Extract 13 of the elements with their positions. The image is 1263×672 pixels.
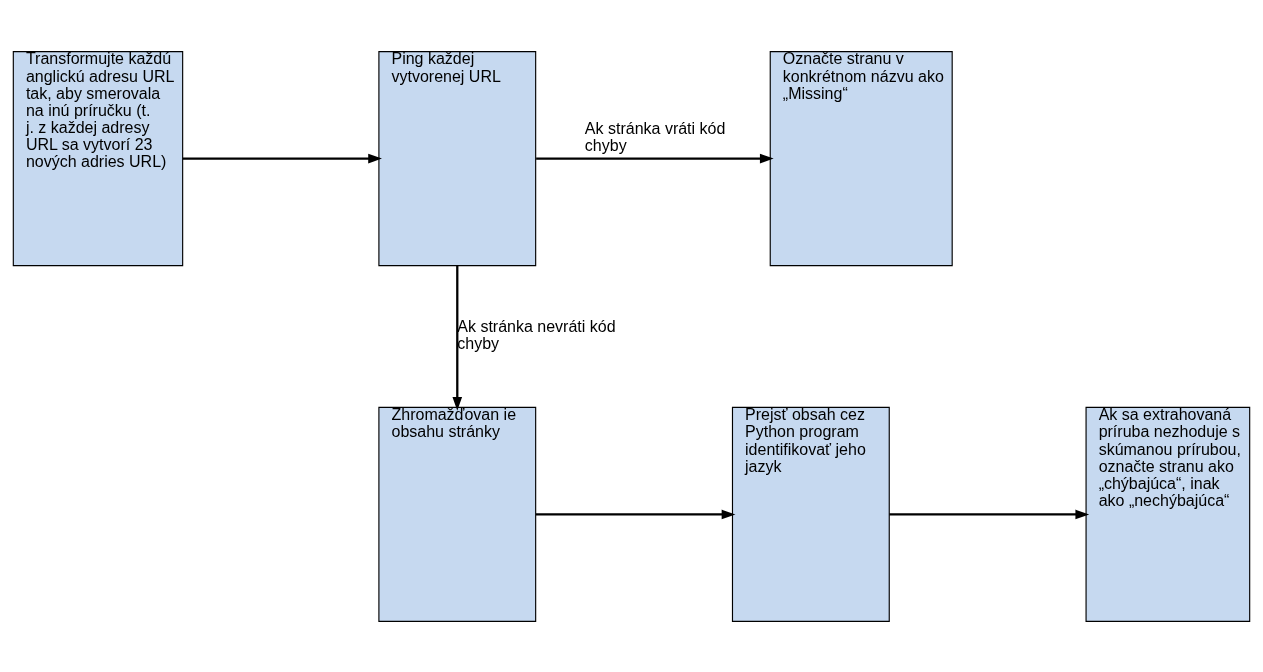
node-box: Zhromažďovan ie obsahu stránky	[378, 406, 537, 622]
node-box: Označte stranu v konkrétnom názvu ako „Missing“	[769, 50, 953, 266]
arrow	[452, 265, 463, 411]
node-box: Transformujte každú anglickú adresu URL tak, aby smerovala na inú príručku (t. j. z každej adresy URL sa vytvorí 23 nových adries URL)	[12, 50, 184, 266]
arrow	[536, 153, 774, 163]
edge-label: Ak stránka nevráti kód chyby	[457, 317, 616, 352]
edge-label: Ak stránka vráti kód chyby	[584, 119, 726, 154]
arrow	[182, 153, 382, 163]
node-box: Ak sa extrahovaná príruba nezhoduje s skúmanou prírubou, označte stranu ako „chýbajúca“, inak ako „nechýbajúca“	[1085, 406, 1251, 622]
node-box: Prejsť obsah cez Python program identifikovať jeho jazyk	[731, 406, 890, 622]
node-box: Ping každej vytvorenej URL	[378, 50, 537, 266]
arrow	[536, 509, 736, 519]
arrow	[889, 509, 1090, 519]
